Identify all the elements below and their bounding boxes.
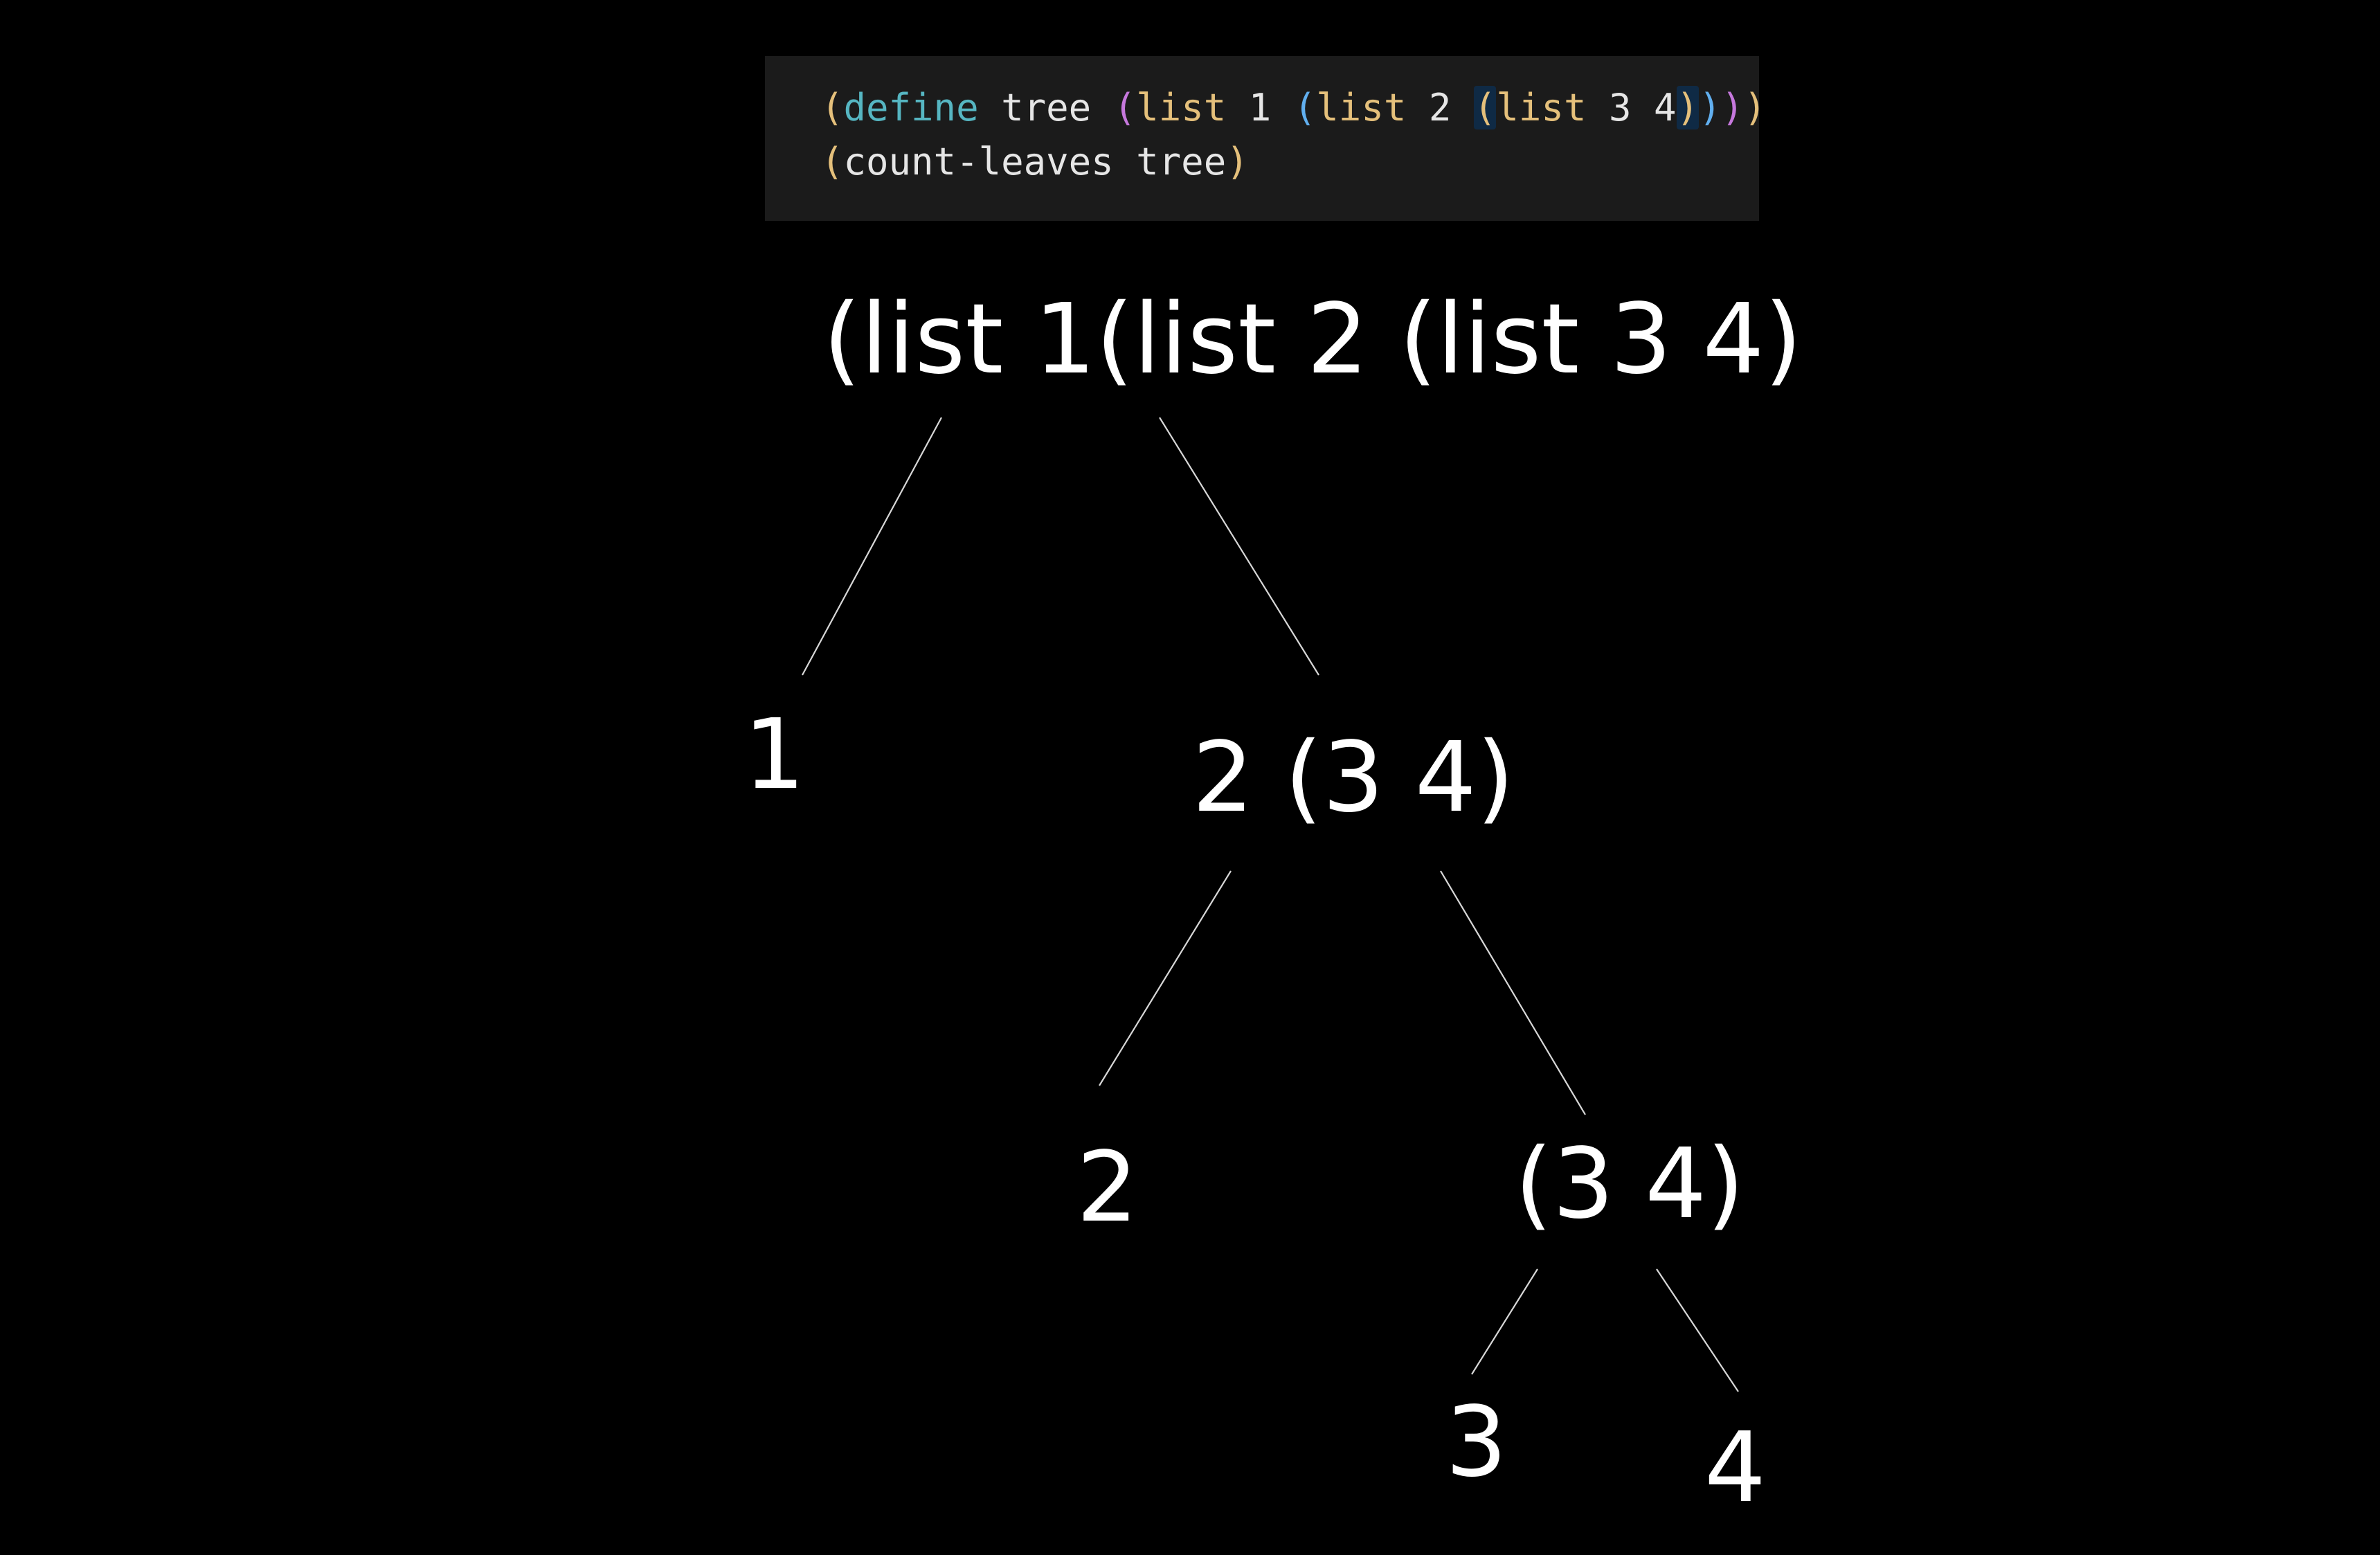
edge-sub-34-to-leaf-4 — [1656, 1268, 1739, 1392]
code-token: ( — [821, 140, 844, 183]
code-token: tree — [978, 86, 1114, 129]
edge-sub-2-to-sub-34 — [1440, 870, 1586, 1115]
code-token: ( — [1473, 86, 1497, 129]
node-sub-2-label: 2 (3 4) — [1192, 721, 1514, 834]
edge-sub-2-to-leaf-2 — [1099, 870, 1232, 1086]
code-token: list — [1496, 86, 1587, 129]
code-token: 2 — [1406, 86, 1474, 129]
code-token: 1 — [1226, 86, 1294, 129]
node-leaf-3-label: 3 — [1445, 1386, 1507, 1499]
edge-sub-34-to-leaf-3 — [1471, 1268, 1538, 1375]
code-snippet-panel: (define tree (list 1 (list 2 (list 3 4))… — [765, 56, 1767, 221]
code-token: count-leaves tree — [843, 140, 1227, 183]
code-token: ) — [1721, 86, 1745, 129]
code-token: ) — [1699, 86, 1722, 129]
node-leaf-1-label: 1 — [743, 699, 805, 811]
code-token: define — [843, 86, 979, 129]
edge-root-to-sub-2 — [1159, 417, 1319, 676]
code-token: ( — [1113, 86, 1137, 129]
code-token: list — [1316, 86, 1407, 129]
code-token: ) — [1676, 86, 1700, 129]
code-line-count-leaves: (count-leaves tree) — [821, 139, 1249, 185]
node-leaf-2-label: 2 — [1076, 1131, 1138, 1244]
code-line-define: (define tree (list 1 (list 2 (list 3 4))… — [821, 85, 1767, 131]
edge-root-to-leaf-1 — [802, 417, 942, 676]
code-token: ) — [1226, 140, 1249, 183]
node-root-label: (list 1(list 2 (list 3 4) — [823, 283, 1802, 396]
code-token: ( — [1293, 86, 1317, 129]
code-token: 3 4 — [1586, 86, 1677, 129]
node-sub-34-label: (3 4) — [1515, 1128, 1745, 1241]
code-token: ( — [821, 86, 844, 129]
code-token: ) — [1744, 86, 1767, 129]
node-leaf-4-label: 4 — [1704, 1412, 1766, 1525]
code-token: list — [1136, 86, 1227, 129]
